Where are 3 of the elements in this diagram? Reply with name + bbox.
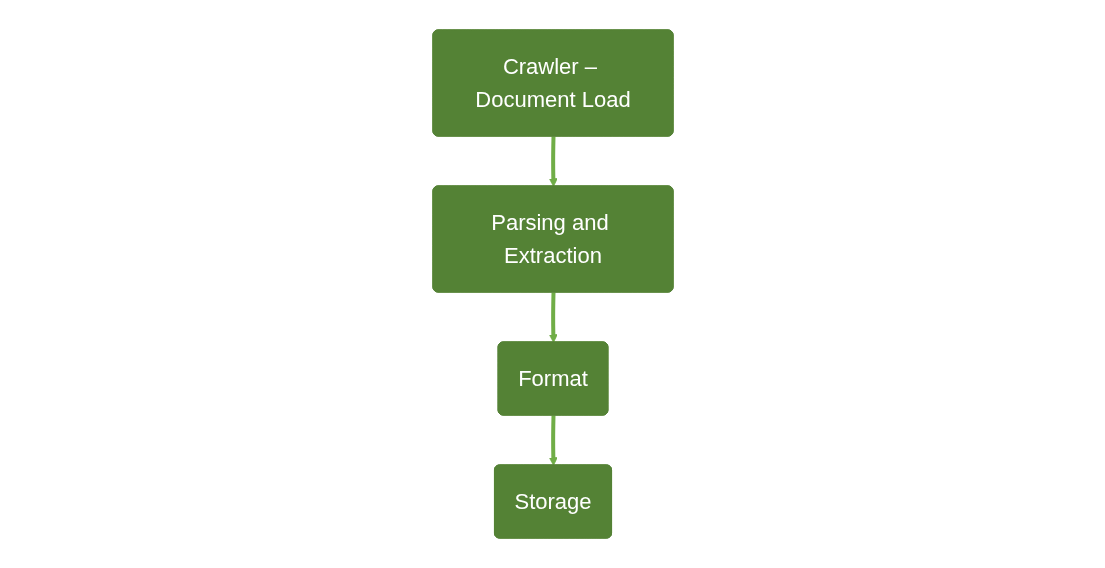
arrow [548, 415, 558, 466]
arrow [548, 292, 558, 343]
arrow [548, 136, 558, 187]
